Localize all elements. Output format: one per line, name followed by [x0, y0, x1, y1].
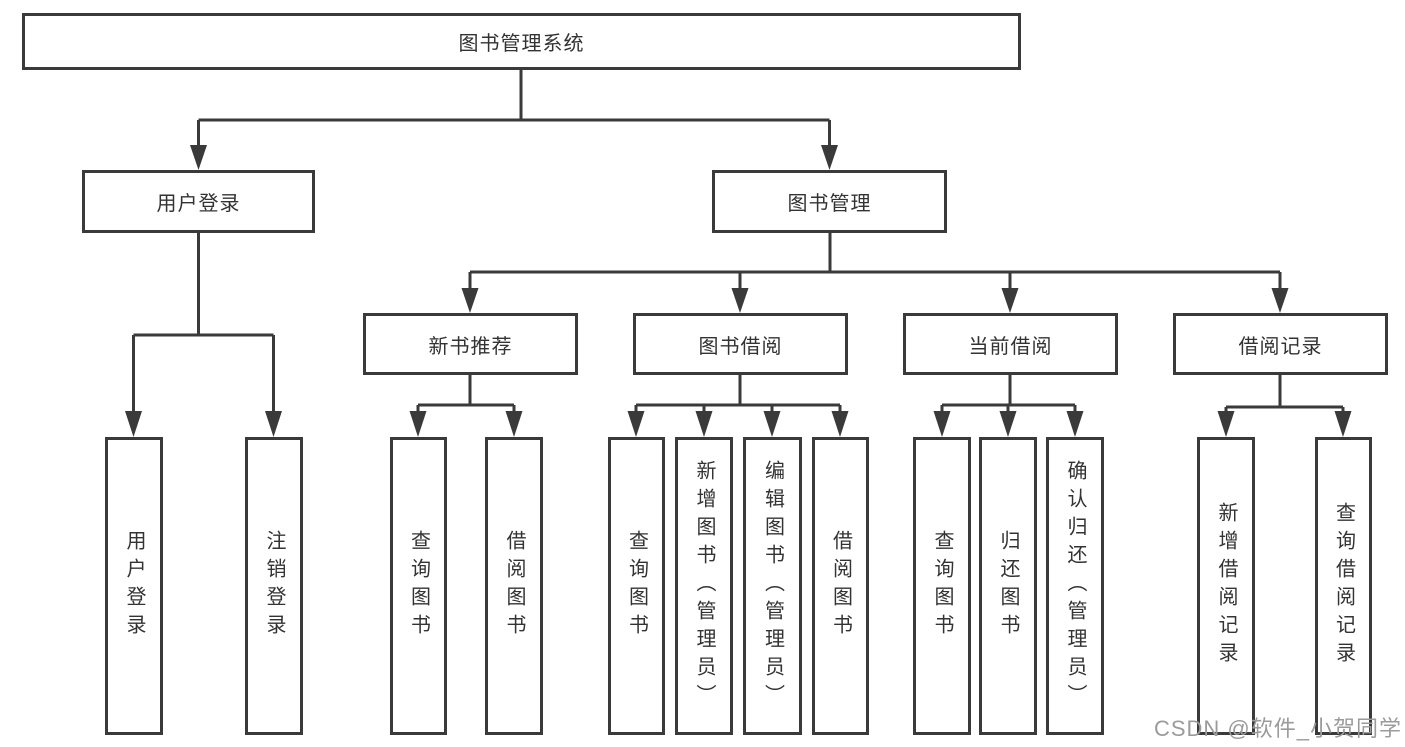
node-book-management: 图书管理 — [712, 170, 947, 233]
leaf-confirm-return-admin: 确认归还（管理员） — [1046, 437, 1104, 735]
leaf-edit-books-admin: 编辑图书（管理员） — [743, 437, 802, 735]
node-borrowing-records: 借阅记录 — [1173, 313, 1388, 375]
leaf-add-borrowing-record: 新增借阅记录 — [1197, 437, 1255, 735]
node-current-borrowing: 当前借阅 — [903, 313, 1118, 375]
leaf-query-books-current: 查询图书 — [913, 437, 971, 735]
leaf-user-login: 用户登录 — [105, 437, 163, 735]
connector-lines — [132, 70, 1345, 420]
leaf-query-books-recommendation: 查询图书 — [390, 437, 447, 735]
leaf-query-borrowing-record: 查询借阅记录 — [1315, 437, 1372, 735]
node-user-login: 用户登录 — [82, 170, 315, 233]
node-book-borrowing: 图书借阅 — [633, 313, 848, 375]
node-new-book-recommendation: 新书推荐 — [363, 313, 578, 375]
csdn-watermark: CSDN @软件_小贺同学 — [1153, 716, 1402, 741]
leaf-add-books-admin: 新增图书（管理员） — [675, 437, 733, 735]
leaf-query-books-borrowing: 查询图书 — [608, 437, 665, 735]
leaf-return-books: 归还图书 — [979, 437, 1037, 735]
arrowhead-icons — [125, 145, 1352, 437]
leaf-borrow-books-borrowing: 借阅图书 — [812, 437, 869, 735]
leaf-borrow-books-recommendation: 借阅图书 — [485, 437, 543, 735]
leaf-logout: 注销登录 — [245, 437, 303, 735]
node-library-management-system: 图书管理系统 — [22, 13, 1021, 70]
